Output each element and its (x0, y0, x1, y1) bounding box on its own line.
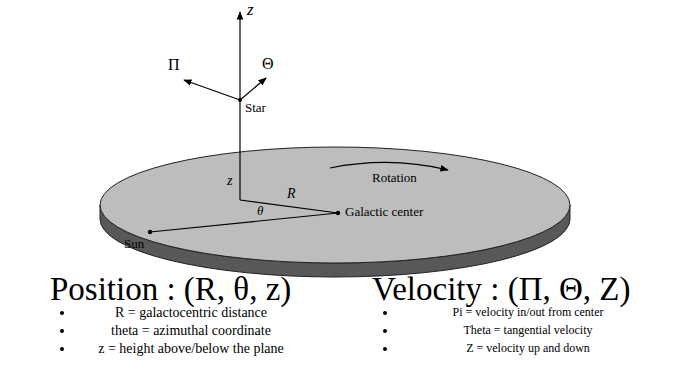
velocity-symbol: Π (168, 56, 180, 74)
bullet-item: Pi = velocity in/out from center (383, 306, 673, 320)
sun-dot (148, 230, 152, 234)
angle-label: θ (257, 204, 263, 219)
rotation-label: Rotation (372, 171, 417, 186)
bullet-item: Theta = tangential velocity (383, 324, 673, 338)
bullet-item: z = height above/below the plane (60, 341, 322, 357)
bullet-item: Z = velocity up and down (383, 342, 673, 356)
sun-line (150, 213, 338, 232)
object-label: Sun (124, 237, 144, 252)
galactic-disk (100, 147, 570, 263)
height-label: z (227, 173, 232, 189)
heading: Position : (R, θ, z) (50, 271, 291, 309)
axis-label: z (247, 0, 254, 20)
radius-label: R (287, 186, 296, 202)
pi-arrow (184, 80, 240, 100)
center-dot (336, 211, 340, 215)
bullet-item: R = galactocentric distance (60, 305, 322, 321)
object-label: Star (245, 101, 266, 116)
height-line (239, 100, 240, 200)
z-axis (239, 12, 240, 100)
rotation-arrow (330, 162, 448, 170)
object-label: Galactic center (345, 205, 423, 220)
bullet-item: theta = azimuthal coordinate (60, 323, 322, 339)
heading: Velocity : (Π, Θ, Z) (372, 271, 630, 309)
radius-line (240, 200, 338, 213)
star-dot (238, 98, 242, 102)
theta-arrow (240, 78, 266, 100)
velocity-symbol: Θ (262, 55, 274, 73)
